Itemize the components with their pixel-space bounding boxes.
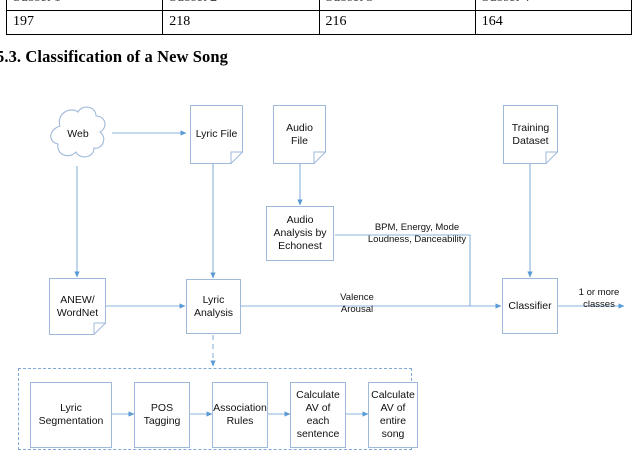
node-anew-wordnet-label: ANEW/WordNet (56, 293, 99, 319)
document-icon (503, 105, 558, 164)
valence-label: Valence (340, 292, 374, 303)
node-web-label: Web (67, 127, 89, 140)
node-lyric-file-label: Lyric File (195, 128, 238, 140)
edge-label-output-classes: 1 or more classes (568, 287, 630, 311)
table-cell: 216 (318, 10, 476, 35)
edge-label-echonest-features: BPM, Energy, Mode Loudness, Danceability (352, 222, 482, 246)
table-cell: 218 (162, 10, 320, 35)
edge-label-valence-arousal: Valence Arousal (320, 292, 394, 316)
table-cell: 197 (5, 10, 164, 35)
node-web: Web (44, 102, 112, 166)
subset-stats-table: Subset 1 Subset 2 Subset 3 Subset 4 197 … (5, 0, 633, 35)
node-classifier-label: Classifier (508, 299, 552, 312)
node-anew-wordnet: ANEW/WordNet (49, 278, 106, 335)
section-heading: 5.3. Classification of a New Song (0, 47, 229, 66)
document-icon (49, 278, 106, 335)
node-lyric-file: Lyric File (190, 105, 243, 164)
node-classifier: Classifier (502, 278, 558, 334)
output-line2: classes (583, 299, 615, 310)
echonest-features-line2: Loudness, Danceability (367, 234, 467, 245)
echonest-features-line1: BPM, Energy, Mode (374, 222, 460, 233)
output-line1: 1 or more (578, 287, 620, 298)
table-row: 197 218 216 164 (5, 10, 633, 35)
table-cell: 164 (474, 10, 633, 35)
arousal-label: Arousal (340, 304, 374, 315)
document-icon (273, 105, 326, 164)
cloud-icon (50, 106, 106, 158)
document-icon (190, 105, 243, 164)
